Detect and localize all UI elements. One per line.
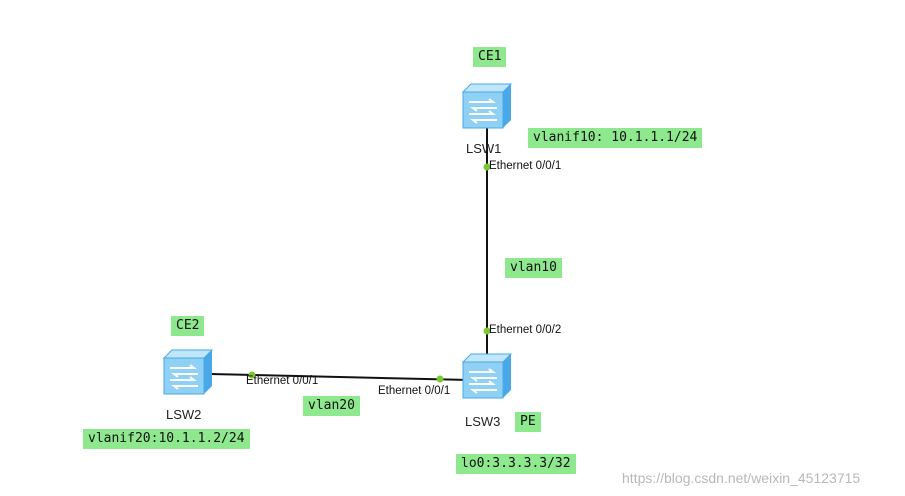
- lsw2-interface-tag: vlanif20:10.1.1.2/24: [83, 429, 250, 449]
- ce1-tag: CE1: [473, 47, 507, 67]
- vlan10-tag: vlan10: [505, 258, 562, 278]
- port-dot-lsw1: [483, 163, 491, 171]
- lsw2-label: LSW2: [166, 407, 202, 422]
- lsw3-top-port-label: Ethernet 0/0/2: [489, 324, 562, 336]
- ce2-tag: CE2: [171, 316, 205, 336]
- pe-tag: PE: [515, 412, 541, 432]
- lsw1-port-label: Ethernet 0/0/1: [489, 160, 562, 172]
- lsw3-label: LSW3: [465, 414, 501, 429]
- watermark: https://blog.csdn.net/weixin_45123715: [622, 470, 861, 486]
- port-dot-lsw3-left: [436, 375, 444, 383]
- vlan20-tag: vlan20: [303, 396, 360, 416]
- lsw1-label: LSW1: [466, 141, 502, 156]
- lsw2-port-label: Ethernet 0/0/1: [246, 375, 319, 387]
- lsw1-switch-icon[interactable]: [459, 82, 515, 132]
- port-dot-lsw2: [248, 371, 256, 379]
- lsw2-switch-icon[interactable]: [159, 348, 217, 398]
- lsw3-interface-tag: lo0:3.3.3.3/32: [456, 454, 576, 474]
- lsw3-switch-icon[interactable]: [459, 352, 515, 402]
- lsw3-left-port-label: Ethernet 0/0/1: [378, 385, 451, 397]
- port-dot-lsw3-top: [483, 327, 491, 335]
- lsw1-interface-tag: vlanif10: 10.1.1.1/24: [528, 128, 703, 148]
